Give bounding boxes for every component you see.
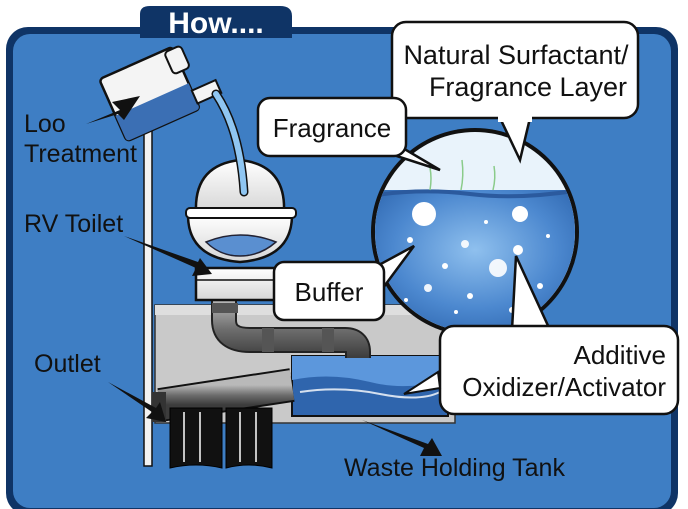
additive-line2: Oxidizer/Activator [462,372,666,402]
callout-natural-surfactant: Natural Surfactant/ Fragrance Layer [390,20,640,164]
natural-surfactant-line1: Natural Surfactant/ [403,40,629,70]
side-labels: Loo Treatment RV Toilet Outlet Waste Hol… [24,110,565,482]
waste-holding-tank-label: Waste Holding Tank [344,454,565,482]
loo-treatment-line1: Loo [24,110,66,138]
header-title: How.... [168,7,264,40]
additive-line1: Additive [574,340,667,370]
header-tab: How.... [140,6,292,40]
rv-wall [143,107,153,467]
outlet-label: Outlet [34,350,101,378]
callout-additive: Additive Oxidizer/Activator [403,255,680,416]
callout-buffer: Buffer [272,244,416,322]
loo-treatment-line2: Treatment [24,140,137,168]
natural-surfactant-line2: Fragrance Layer [429,72,627,102]
fragrance-label: Fragrance [273,113,392,143]
rv-toilet-label: RV Toilet [24,210,123,238]
callout-fragrance: Fragrance [256,96,441,172]
drain-pipe [211,300,371,358]
pointer-arrows [86,96,442,456]
outlet-containers [169,407,273,469]
buffer-label: Buffer [295,277,364,307]
